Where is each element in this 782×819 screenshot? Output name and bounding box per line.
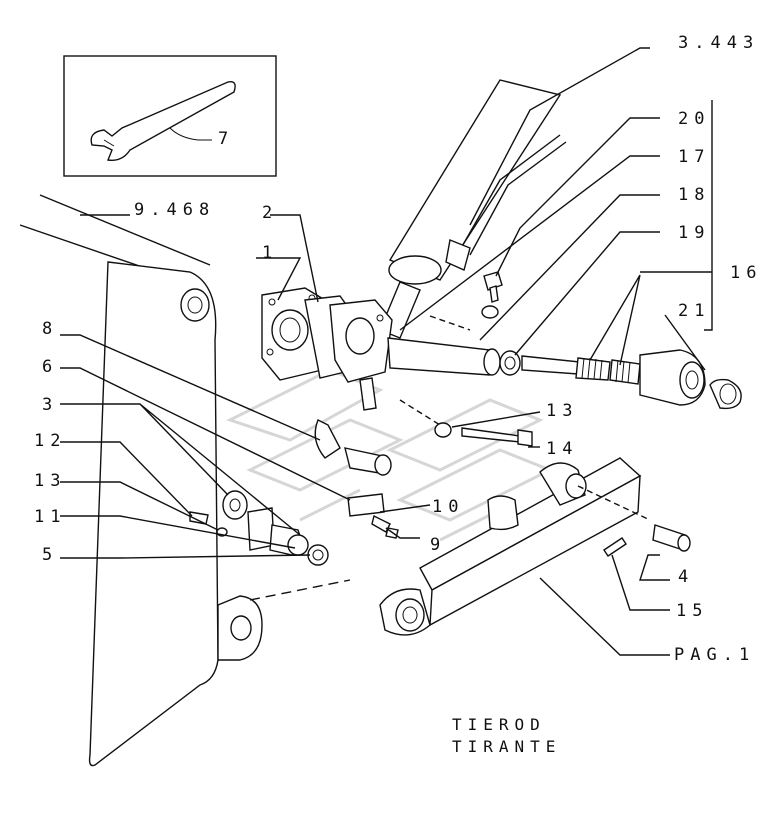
bolt-14	[399, 399, 533, 447]
hydraulic-cylinder	[379, 79, 567, 339]
label-9: 9	[430, 535, 446, 555]
flange-brackets	[261, 287, 393, 411]
pin-8	[314, 419, 392, 476]
label-12: 12	[34, 431, 66, 451]
label-16: 16	[730, 263, 762, 283]
leader-lines	[60, 47, 713, 656]
label-19: 19	[678, 223, 710, 243]
label-13-left: 13	[34, 471, 66, 491]
tie-rod-body	[387, 337, 742, 410]
label-15: 15	[676, 601, 708, 621]
wrench-inset: 7	[63, 55, 277, 177]
clip-and-bolt	[347, 493, 399, 539]
label-14: 14	[546, 439, 578, 459]
label-3443: 3.443	[678, 33, 759, 53]
label-21: 21	[678, 301, 710, 321]
label-13-right: 13	[546, 401, 578, 421]
title-line-2: TIRANTE	[452, 737, 561, 756]
diagram-title: TIEROD TIRANTE	[452, 715, 561, 756]
label-11: 11	[34, 507, 66, 527]
top-bolt	[429, 271, 503, 331]
label-5: 5	[42, 545, 58, 565]
title-line-1: TIEROD	[452, 715, 546, 734]
callout-labels: 3.443 20 17 18 19 16 21 9.468 2 1 8 6 3 …	[34, 33, 762, 665]
label-18: 18	[678, 185, 710, 205]
left-fittings	[189, 490, 329, 566]
label-17: 17	[678, 147, 710, 167]
label-9468: 9.468	[134, 200, 215, 220]
lower-link-arm	[249, 457, 691, 636]
label-3: 3	[42, 395, 58, 415]
label-4: 4	[678, 567, 694, 587]
label-pag1: PAG.1	[674, 645, 755, 665]
label-10: 10	[432, 497, 464, 517]
label-6: 6	[42, 357, 58, 377]
label-1: 1	[262, 243, 278, 263]
label-2: 2	[262, 203, 278, 223]
label-7: 7	[218, 129, 234, 149]
label-20: 20	[678, 109, 710, 129]
label-8: 8	[42, 319, 58, 339]
